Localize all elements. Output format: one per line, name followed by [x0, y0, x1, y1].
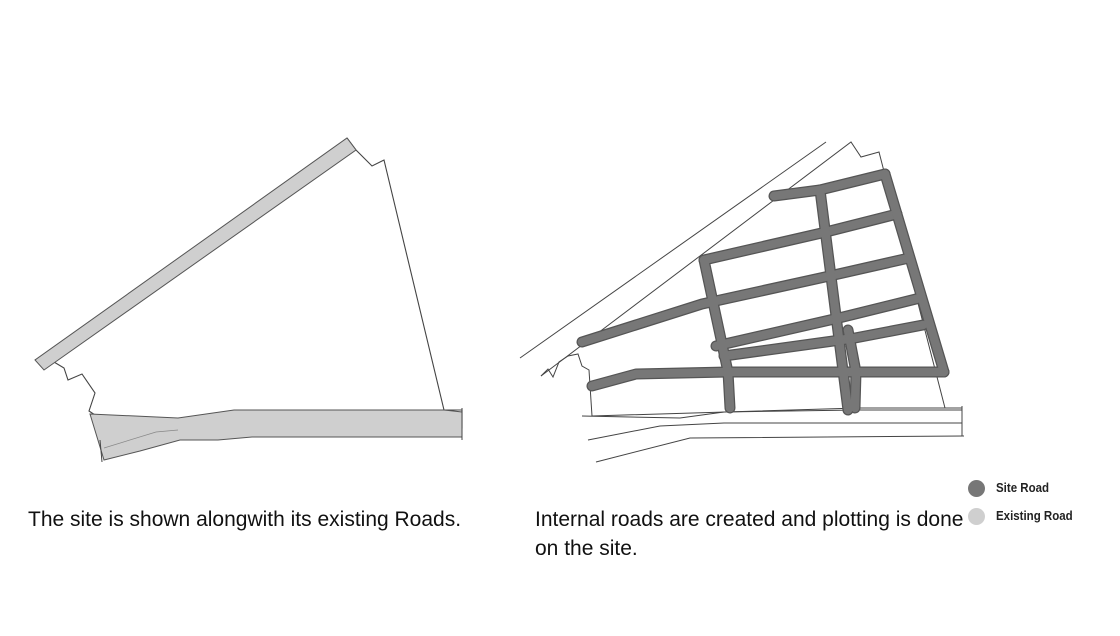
- legend-swatch-site-road: [968, 479, 985, 497]
- site-road-v1-fill: [815, 185, 853, 415]
- existing-road-median: [103, 429, 179, 449]
- site-road-v4-fill: [843, 325, 861, 413]
- site-road-h2-fill: [699, 209, 902, 265]
- site-road-h4-fill: [711, 293, 925, 351]
- existing-road-bottom-right-lower: [587, 422, 962, 441]
- existing-road-diagonal-line-right: [519, 141, 827, 359]
- legend-swatch-existing-road: [968, 507, 985, 525]
- site-road-h3-fill: [577, 253, 914, 347]
- site-road-h5-fill: [587, 367, 949, 391]
- site-boundary-left: [34, 137, 463, 429]
- caption-before: The site is shown alongwith its existing…: [28, 508, 462, 531]
- existing-road-bottom-right-edge: [595, 435, 965, 463]
- caption-after: Internal roads are created and plotting …: [535, 508, 964, 560]
- legend-label-site-road: Site Road: [996, 481, 1050, 495]
- site-road-v3-fill: [880, 169, 949, 377]
- site-after-plan: [519, 141, 965, 463]
- site-boundary-right: [540, 353, 963, 430]
- site-road-h6-fill: [719, 320, 928, 361]
- legend-item-existing-road: Existing Road: [968, 506, 1079, 526]
- site-road-v2-fill: [699, 255, 735, 413]
- legend-label-existing-road: Existing Road: [996, 509, 1073, 523]
- site-road-inner: [577, 169, 949, 415]
- road-end-tick-left-b: [99, 439, 103, 463]
- existing-road-bottom: [89, 409, 463, 461]
- existing-road-diagonal: [34, 137, 357, 371]
- site-before-plan: [34, 137, 463, 463]
- legend-item-site-road: Site Road: [968, 478, 1054, 498]
- existing-road-bottom-right-upper: [581, 409, 962, 419]
